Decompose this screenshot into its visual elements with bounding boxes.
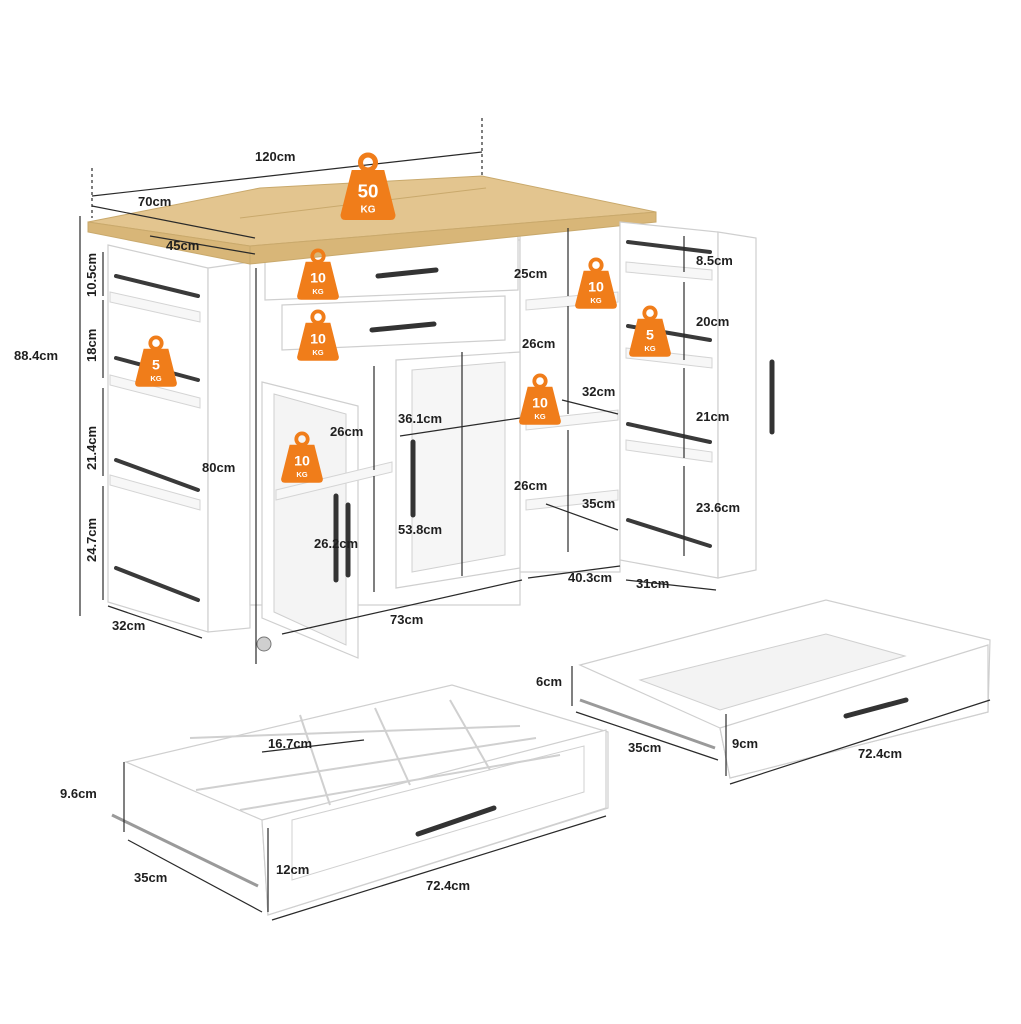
label-drawer-a-height: 6cm <box>536 674 562 689</box>
label-center-height: 53.8cm <box>398 522 442 537</box>
label-total-height: 88.4cm <box>14 348 58 363</box>
label-drawer-b-depth: 35cm <box>134 870 167 885</box>
label-top-depth: 70cm <box>138 194 171 209</box>
label-drawer-b-front: 12cm <box>276 862 309 877</box>
label-right-35: 35cm <box>582 496 615 511</box>
label-rack-31: 31cm <box>636 576 669 591</box>
label-rack-20: 20cm <box>696 314 729 329</box>
label-drawer-a-depth: 35cm <box>628 740 661 755</box>
weight-unit: KG <box>590 296 601 305</box>
label-left-24-7: 24.7cm <box>84 518 99 562</box>
weight-unit: KG <box>312 287 323 296</box>
weight-icon: 5KG <box>135 335 177 387</box>
dimension-labels: 120cm 70cm 45cm 88.4cm 10.5cm 18cm 21.4c… <box>14 149 902 893</box>
label-right-26b: 26cm <box>514 478 547 493</box>
dimension-lines <box>79 118 991 921</box>
label-width-73: 73cm <box>390 612 423 627</box>
label-top-inner: 45cm <box>166 238 199 253</box>
label-right-40-3: 40.3cm <box>568 570 612 585</box>
weight-value: 5 <box>646 328 654 344</box>
weight-unit: KG <box>312 348 323 357</box>
weight-value: 10 <box>588 280 604 296</box>
label-left-21-4: 21.4cm <box>84 426 99 470</box>
weight-value: 5 <box>152 358 160 374</box>
weight-unit: KG <box>150 374 161 383</box>
weight-value: 10 <box>532 396 548 412</box>
label-top-length: 120cm <box>255 149 295 164</box>
label-cabinet-height: 80cm <box>202 460 235 475</box>
label-drawer-b-height: 9.6cm <box>60 786 97 801</box>
label-drawer-a-front: 9cm <box>732 736 758 751</box>
label-left-18: 18cm <box>84 329 99 362</box>
label-drawer-b-width: 72.4cm <box>426 878 470 893</box>
label-drawer-b-divider: 16.7cm <box>268 736 312 751</box>
label-rack-8-5: 8.5cm <box>696 253 733 268</box>
label-left-shelf: 26cm <box>330 424 363 439</box>
label-right-25: 25cm <box>514 266 547 281</box>
label-right-32: 32cm <box>582 384 615 399</box>
weight-value: 10 <box>294 454 310 470</box>
label-center-width: 36.1cm <box>398 411 442 426</box>
label-rack-21: 21cm <box>696 409 729 424</box>
weight-unit: KG <box>644 344 655 353</box>
label-right-26a: 26cm <box>522 336 555 351</box>
second-drawer-front <box>281 295 506 351</box>
label-base-depth: 32cm <box>112 618 145 633</box>
label-left-10-5: 10.5cm <box>84 253 99 297</box>
open-drawer-divided <box>111 684 609 916</box>
right-side-rack <box>619 221 775 579</box>
weight-unit: KG <box>296 470 307 479</box>
weight-unit: KG <box>534 412 545 421</box>
weight-value: 50 <box>358 181 379 202</box>
left-side-rack <box>107 244 251 633</box>
label-rack-23-6: 23.6cm <box>696 500 740 515</box>
weight-value: 10 <box>310 271 326 287</box>
weight-value: 10 <box>310 332 326 348</box>
weight-unit: KG <box>361 205 376 216</box>
weight-icon: 5KG <box>629 305 671 357</box>
label-drawer-a-width: 72.4cm <box>858 746 902 761</box>
label-door-height: 26.2cm <box>314 536 358 551</box>
